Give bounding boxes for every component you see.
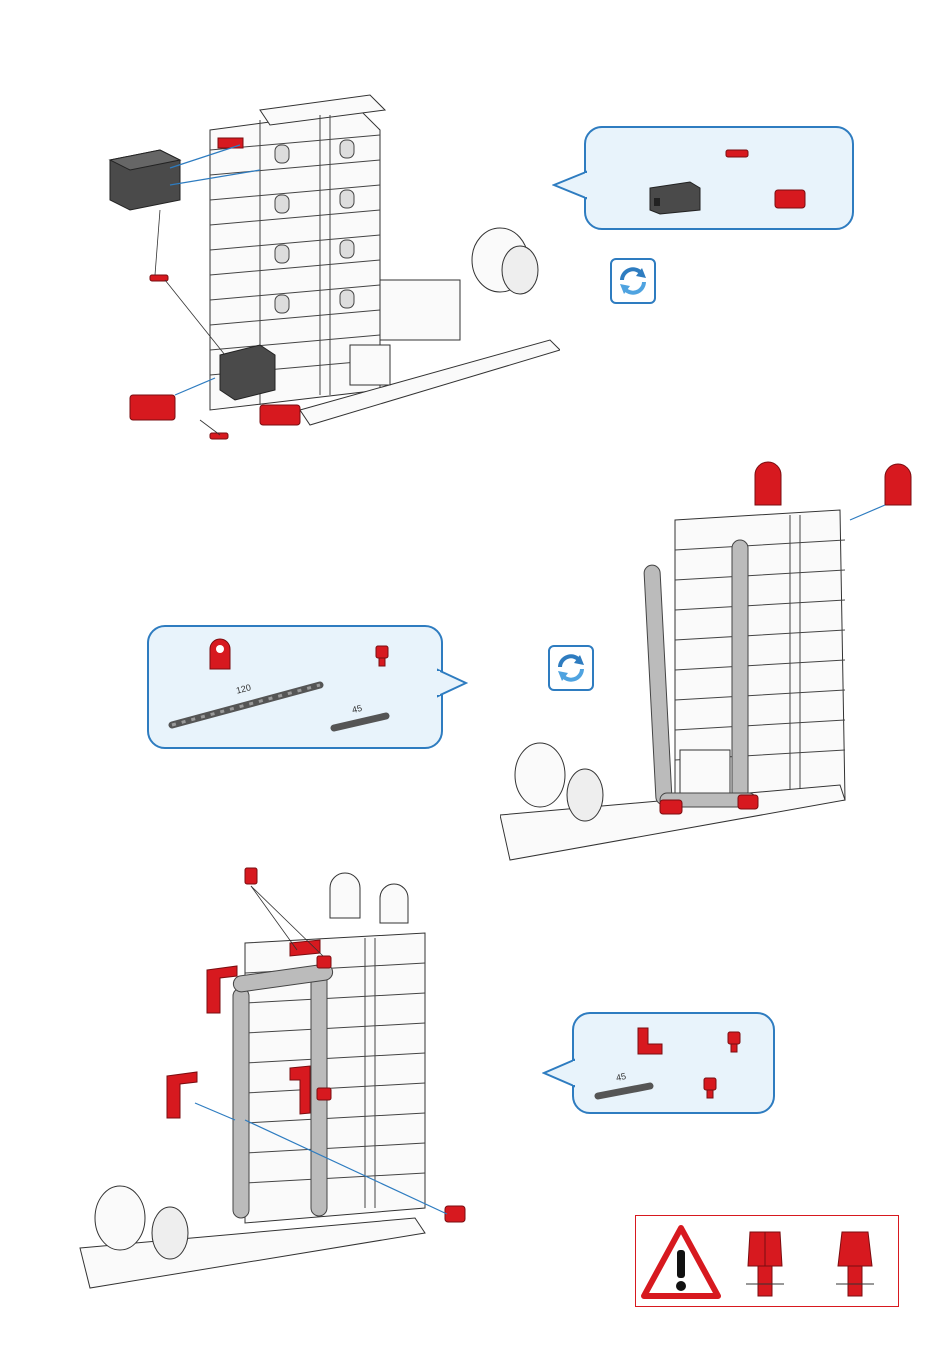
part-red-spring-cam — [700, 1072, 720, 1100]
gray-block-30-bottom — [220, 345, 275, 400]
part-strut-45 — [328, 710, 392, 734]
tower-building-blocks — [245, 873, 425, 1223]
callout-pointer — [436, 668, 468, 698]
callout-pointer — [542, 1058, 576, 1088]
spring-cam-incorrect-icon — [832, 1226, 878, 1302]
step1-parts-callout — [584, 126, 854, 230]
step1-assembly-illustration — [100, 90, 560, 460]
part-red-spring-cam — [724, 1026, 744, 1054]
gray-block-30-top — [110, 150, 180, 210]
strut-45-label: 45 — [615, 1071, 627, 1083]
step3-assembly-illustration — [75, 858, 485, 1298]
warning-box — [635, 1215, 899, 1307]
part-red-connector-15 — [724, 146, 750, 160]
part-strut-45 — [592, 1078, 656, 1102]
rotate-arrows-icon — [610, 258, 656, 304]
part-red-spring-cam — [372, 640, 392, 670]
step2-assembly-illustration — [500, 455, 940, 875]
spring-cam-correct-icon — [742, 1226, 788, 1302]
callout-pointer — [552, 170, 588, 200]
warning-triangle-icon — [640, 1224, 722, 1300]
part-gray-block-30 — [646, 180, 702, 216]
part-red-building-block-15 — [772, 184, 808, 212]
part-red-angle-block — [634, 1024, 666, 1056]
part-red-hinge-plate — [205, 635, 235, 671]
